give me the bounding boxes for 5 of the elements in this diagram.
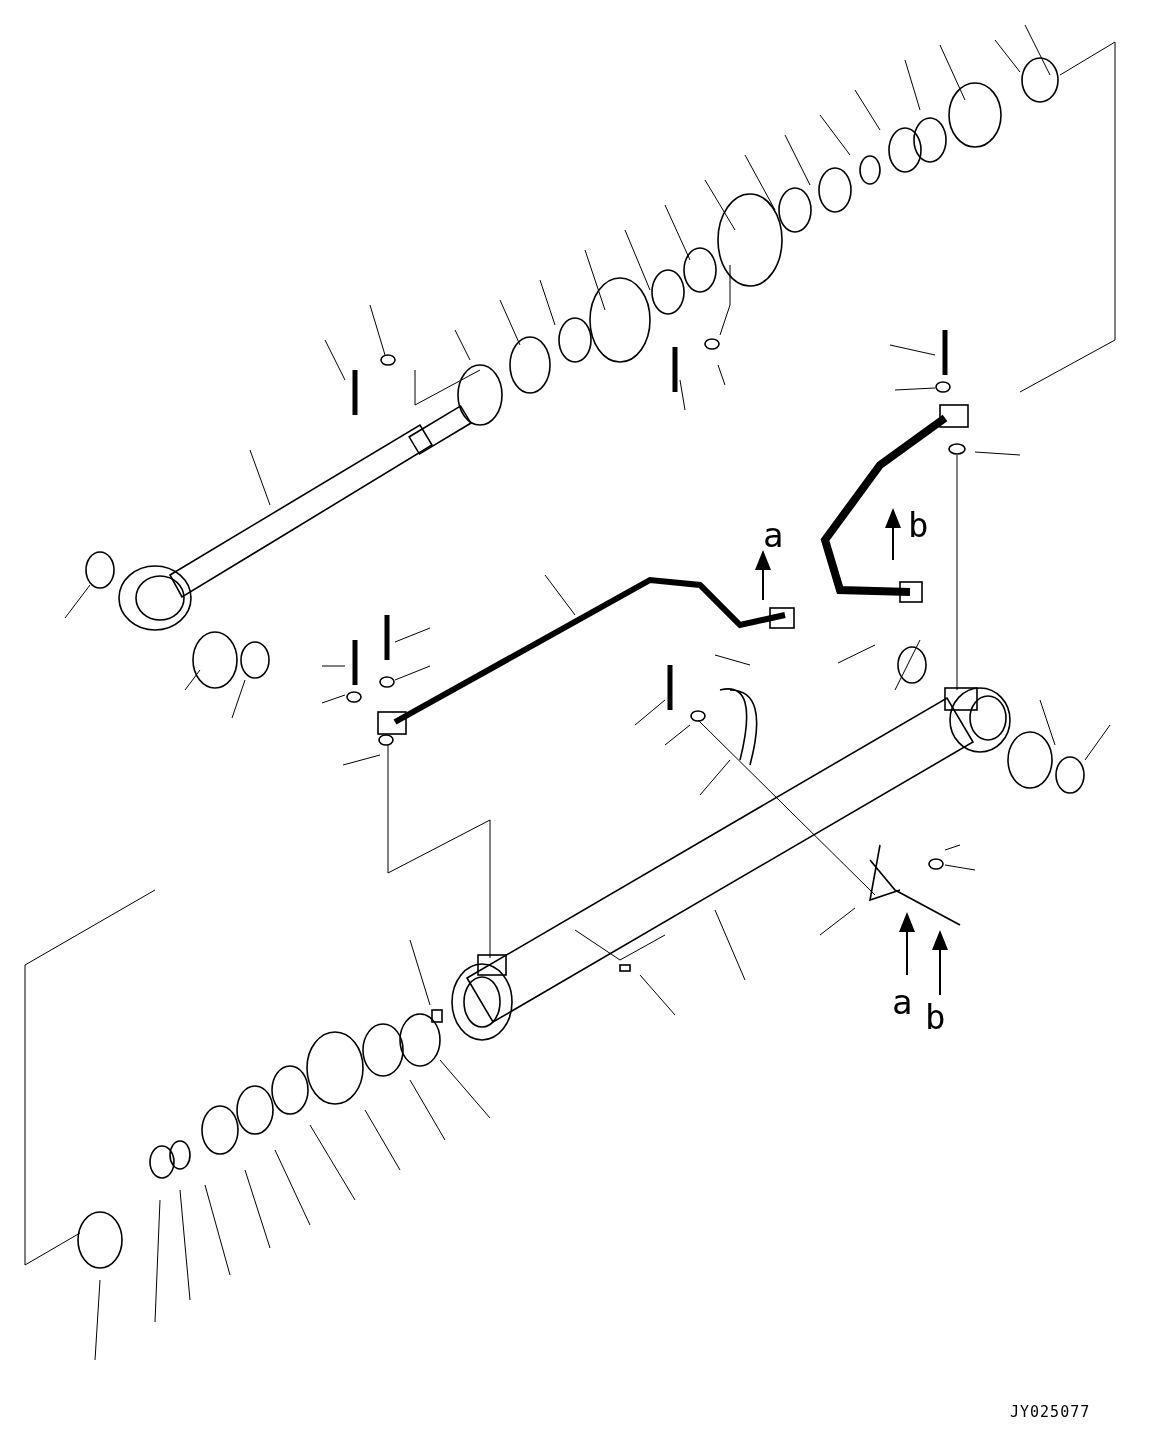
reference-letter: b (925, 1000, 946, 1034)
drawing-number: JY025077 (1010, 1405, 1091, 1420)
reference-letter: a (763, 518, 784, 552)
reference-letter: b (908, 508, 929, 542)
reference-letter: a (892, 985, 913, 1019)
